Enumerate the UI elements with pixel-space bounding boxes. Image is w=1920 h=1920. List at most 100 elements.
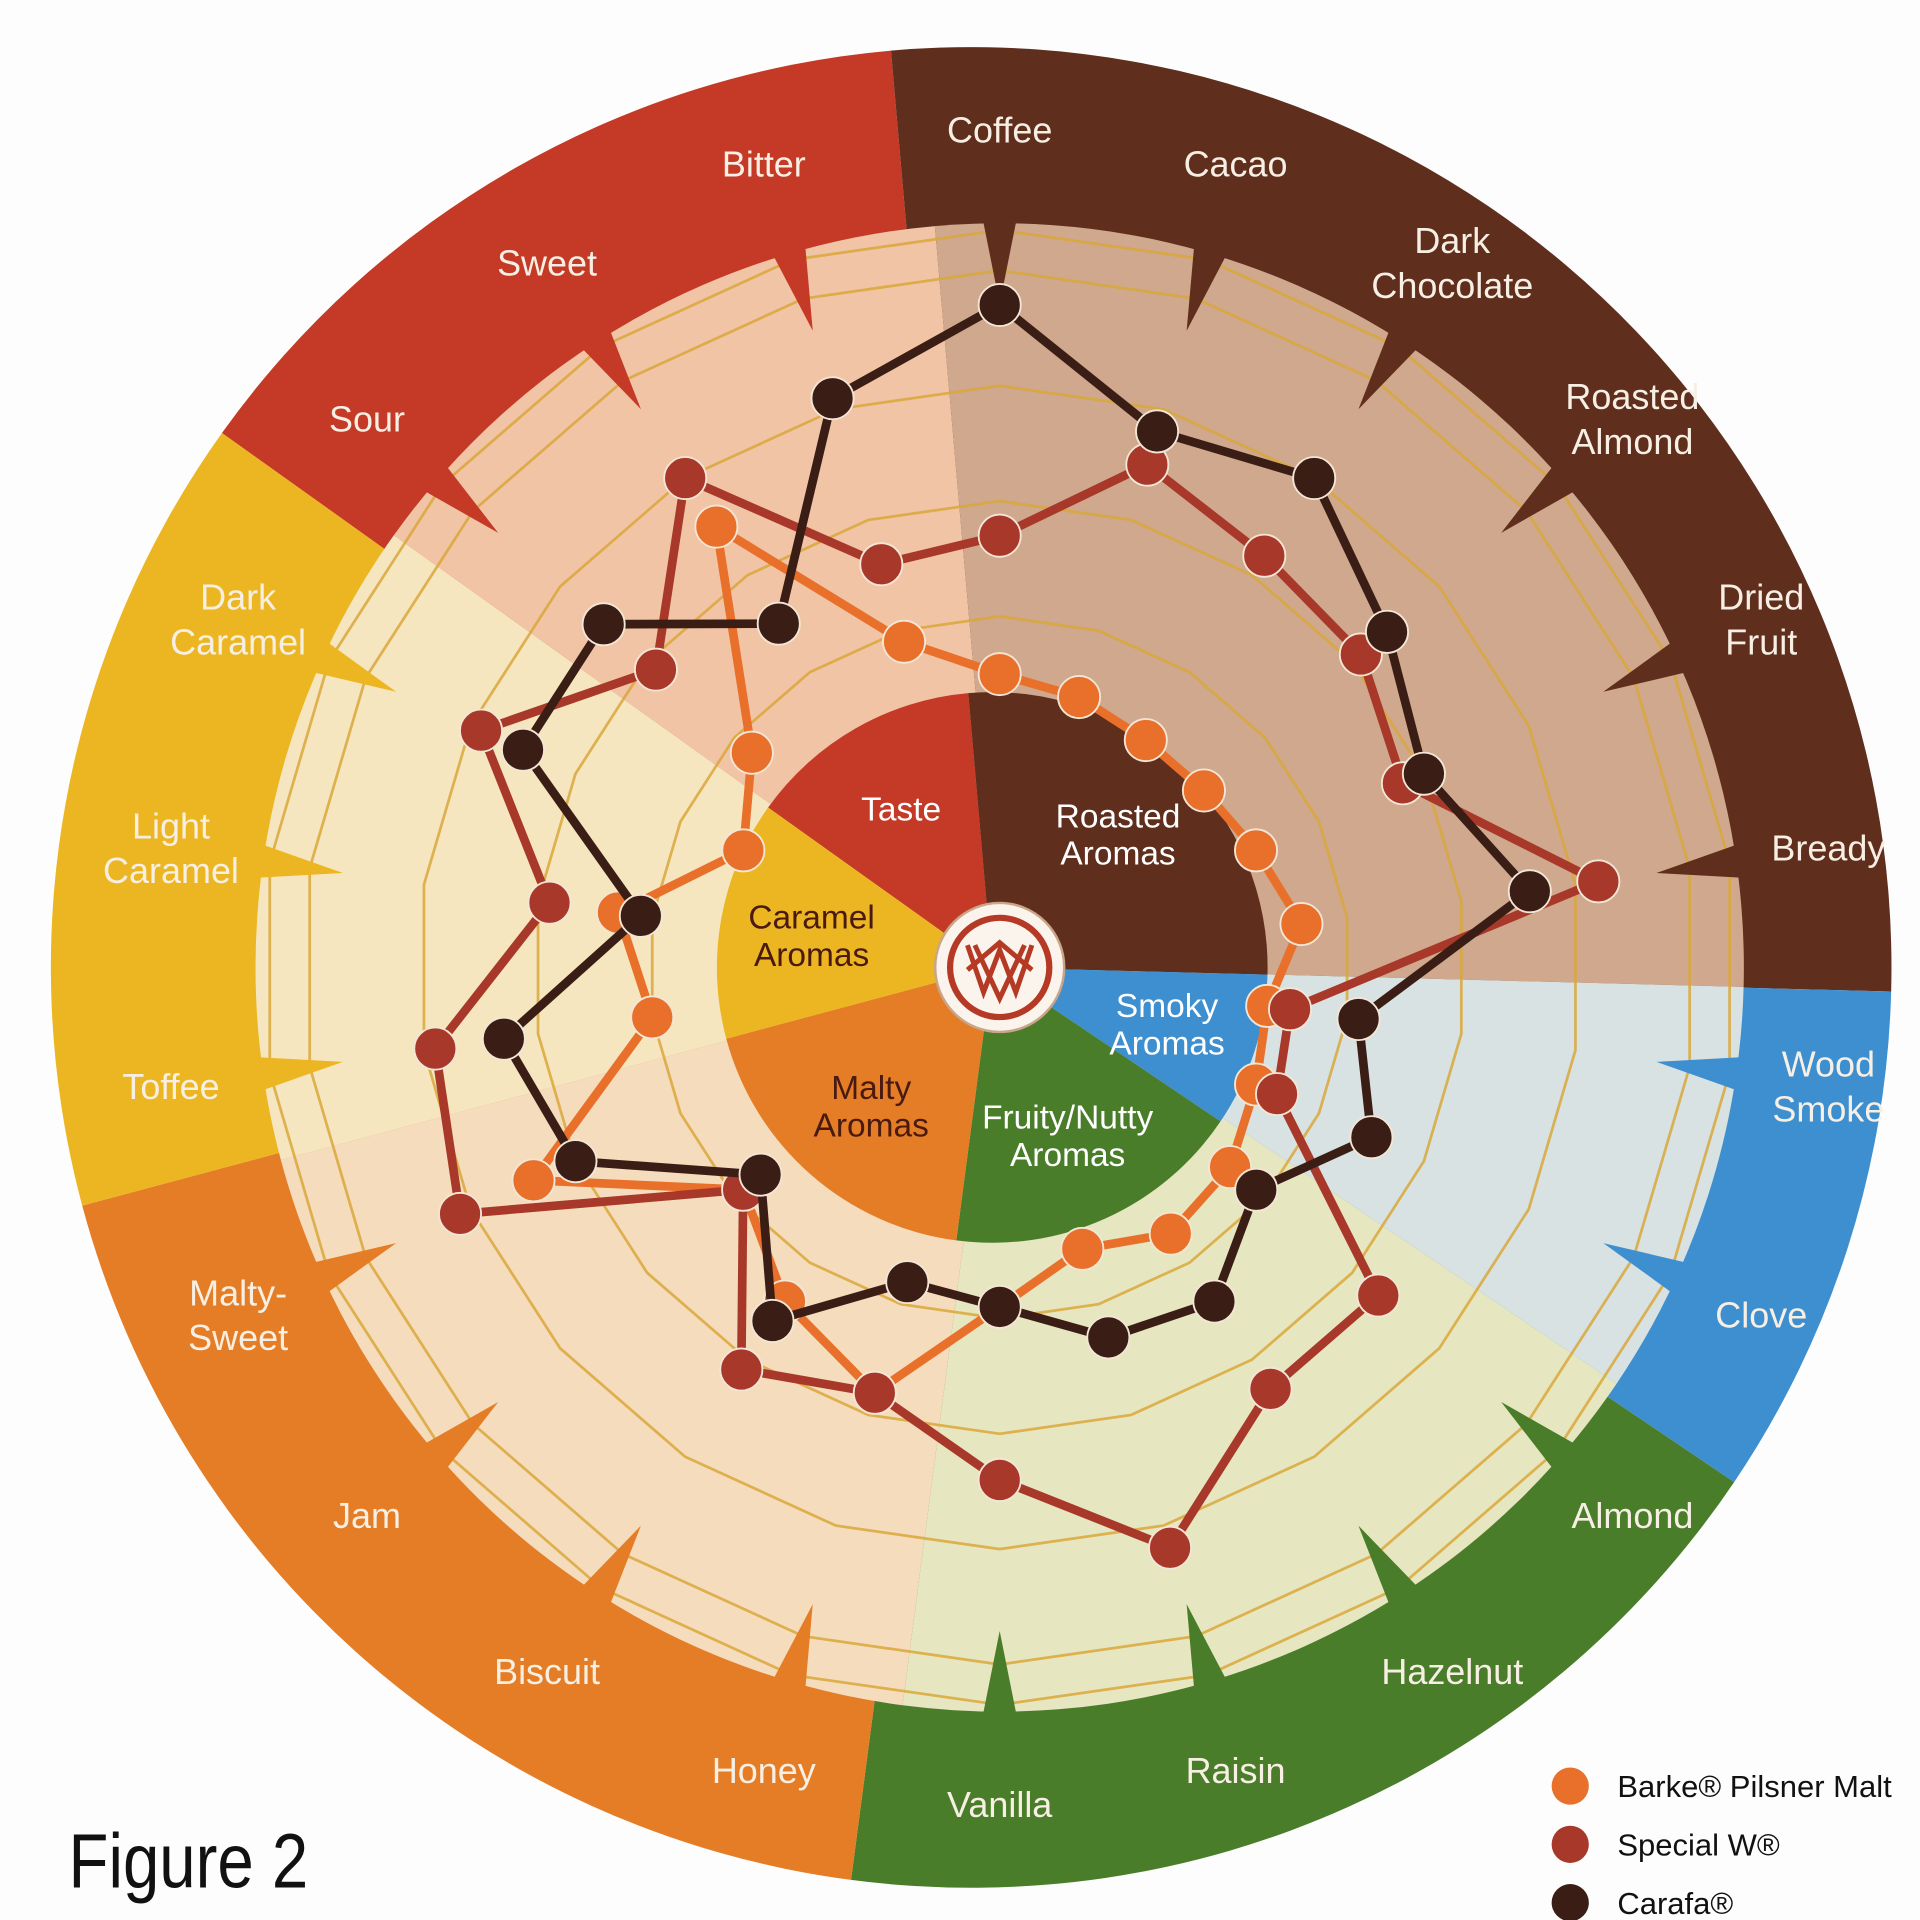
inner-sector-smoky-aromas xyxy=(992,967,1268,1122)
axis-tick xyxy=(1656,1057,1745,1092)
data-point-coffee xyxy=(977,652,1022,697)
data-point-bready xyxy=(1279,902,1324,947)
data-point-raisin xyxy=(1148,1525,1193,1570)
category-label-cacao: Cacao xyxy=(1184,144,1288,185)
data-point-raisin xyxy=(1060,1226,1105,1271)
axis-tick xyxy=(421,462,499,533)
series-special-w- xyxy=(413,442,1621,1570)
category-label-sour: Sour xyxy=(329,399,405,440)
group-label-line: Aromas xyxy=(1109,1025,1224,1062)
category-label-line: Fruit xyxy=(1725,621,1797,662)
data-point-toffee xyxy=(630,995,675,1040)
group-label-line: Taste xyxy=(861,791,941,828)
data-point-hazelnut xyxy=(1248,1366,1293,1411)
category-label-malty-sweet: Malty-Sweet xyxy=(188,1272,288,1358)
category-label-honey: Honey xyxy=(712,1750,816,1791)
category-label-line: Jam xyxy=(333,1495,401,1536)
axis-tick xyxy=(982,1631,1018,1718)
data-point-biscuit xyxy=(719,1347,764,1392)
axis-tick xyxy=(309,639,397,692)
data-point-roasted-almond xyxy=(1364,609,1410,654)
category-label-biscuit: Biscuit xyxy=(494,1651,600,1692)
data-point-bitter xyxy=(810,376,855,421)
category-label-line: Dried xyxy=(1718,577,1804,618)
data-point-toffee xyxy=(481,1016,526,1061)
group-label-line: Fruity/Nutty xyxy=(982,1100,1153,1137)
data-point-cacao xyxy=(1135,409,1180,454)
data-point-sour xyxy=(581,602,626,647)
axis-tick xyxy=(1656,843,1745,878)
category-label-line: Clove xyxy=(1715,1295,1807,1336)
category-label-line: Hazelnut xyxy=(1381,1651,1523,1692)
group-label-line: Roasted xyxy=(1056,799,1181,836)
category-label-sweet: Sweet xyxy=(497,243,597,284)
data-point-wood-smoke xyxy=(1268,987,1313,1032)
category-label-line: Toffee xyxy=(122,1066,219,1107)
data-point-sweet xyxy=(694,504,739,549)
axis-tick xyxy=(309,1243,397,1295)
axis-tick xyxy=(579,326,641,410)
category-label-line: Raisin xyxy=(1186,1750,1286,1791)
category-label-raisin: Raisin xyxy=(1186,1750,1286,1791)
category-label-line: Dark xyxy=(1414,220,1491,261)
data-point-honey xyxy=(852,1370,897,1415)
axis-tick xyxy=(421,1401,499,1472)
axis-tick xyxy=(1501,1401,1579,1472)
axis-tick xyxy=(1603,639,1690,692)
data-point-dark-chocolate xyxy=(1292,456,1337,501)
category-label-line: Vanilla xyxy=(947,1784,1052,1825)
category-label-line: Smoke xyxy=(1772,1088,1884,1129)
group-label: Taste xyxy=(861,791,941,828)
data-point-wood-smoke xyxy=(1336,997,1381,1042)
category-label-line: Chocolate xyxy=(1371,265,1533,306)
group-label-line: Aromas xyxy=(754,937,869,974)
series-carafa- xyxy=(481,282,1552,1360)
category-label-line: Cacao xyxy=(1184,144,1288,185)
category-label-vanilla: Vanilla xyxy=(947,1784,1052,1825)
data-point-sour xyxy=(633,647,678,692)
data-point-malty-sweet xyxy=(553,1139,598,1184)
axis-tick xyxy=(982,217,1018,304)
axis-tick xyxy=(254,843,343,878)
data-point-light-caramel xyxy=(527,880,572,925)
data-point-raisin xyxy=(1086,1315,1131,1360)
inner-sector-fruity-nutty-aromas xyxy=(956,967,1221,1243)
data-point-dark-chocolate xyxy=(1242,533,1287,578)
data-point-biscuit xyxy=(750,1298,795,1343)
data-point-dried-fruit xyxy=(1234,828,1279,873)
group-label-line: Caramel xyxy=(748,900,874,937)
data-point-clove xyxy=(1254,1072,1300,1117)
data-point-malty-sweet xyxy=(438,1191,483,1236)
axis-tick xyxy=(1603,1243,1690,1295)
category-label-jam: Jam xyxy=(333,1495,401,1536)
data-point-hazelnut xyxy=(1192,1279,1237,1324)
data-point-clove xyxy=(1349,1115,1394,1160)
data-point-dark-caramel xyxy=(721,828,766,873)
category-label-toffee: Toffee xyxy=(122,1066,219,1107)
category-label-line: Honey xyxy=(712,1750,816,1791)
category-label-bitter: Bitter xyxy=(722,144,806,185)
data-point-almond xyxy=(1234,1167,1279,1212)
axis-tick xyxy=(1186,1604,1228,1693)
category-label-line: Bitter xyxy=(722,144,806,185)
data-point-coffee xyxy=(977,513,1022,558)
group-label-line: Aromas xyxy=(814,1107,929,1144)
group-label-line: Aromas xyxy=(1010,1137,1125,1174)
legend-label: Special W® xyxy=(1617,1828,1780,1863)
data-point-vanilla xyxy=(977,1457,1022,1502)
figure-label: Figure 2 xyxy=(69,1819,309,1905)
category-label-line: Light xyxy=(132,805,210,846)
axis-tick xyxy=(1186,242,1228,331)
axis-tick xyxy=(771,1604,813,1693)
category-label-line: Wood xyxy=(1782,1044,1875,1085)
data-point-hazelnut xyxy=(1148,1211,1193,1256)
category-label-coffee: Coffee xyxy=(947,110,1052,151)
category-label-line: Coffee xyxy=(947,110,1052,151)
